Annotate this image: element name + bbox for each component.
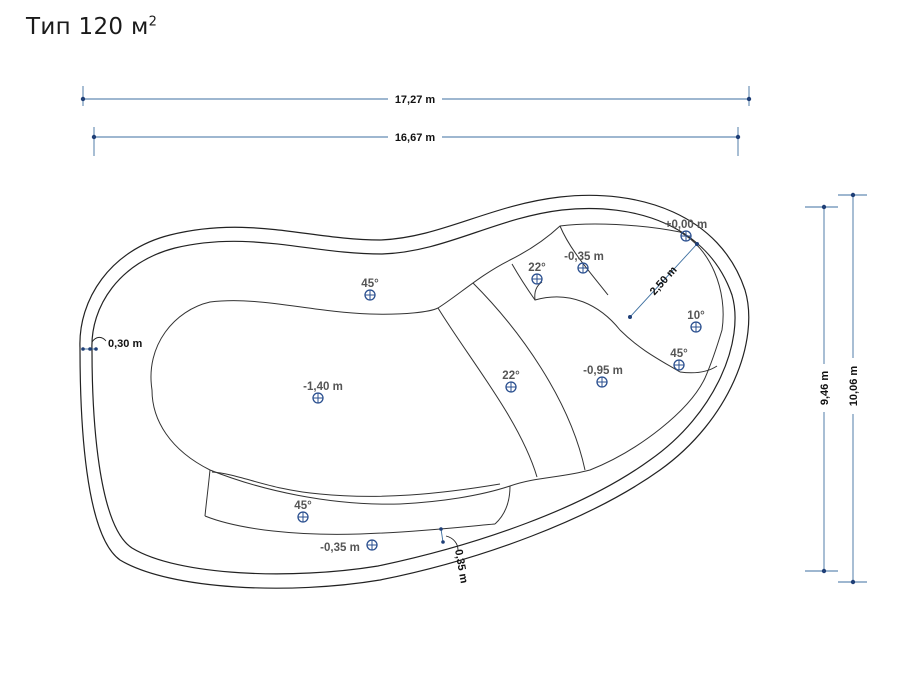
depth-deep-label: -1,40 m	[303, 381, 343, 393]
inner-width-label: 16,67 m	[395, 132, 436, 144]
inner-height-label: 9,46 m	[819, 371, 831, 405]
title-text: Тип 120 м	[26, 14, 149, 40]
rim-bottom-label: 0,35 m	[452, 548, 470, 584]
pool-rim-edge	[91, 207, 736, 575]
angle-center-ramp-label: 22°	[502, 370, 520, 382]
depth-right-step-label: -0,35 m	[564, 251, 604, 263]
angle-marker-center-ramp: 22°	[502, 370, 520, 393]
angle-marker-left-upper: 45°	[361, 278, 379, 301]
title-superscript: 2	[148, 14, 158, 30]
outer-height-label: 10,06 m	[848, 366, 860, 407]
angle-beach-label: 10°	[687, 310, 705, 322]
angle-bottom-bench-label: 45°	[294, 500, 312, 512]
angle-marker-right-ramp: 22°	[528, 262, 546, 285]
slope-length-label: 2,50 m	[648, 264, 680, 298]
slope-dimension: 2,50 m	[628, 242, 699, 319]
inner-width-dimension: 16,67 m	[91, 127, 741, 156]
inner-height-dimension: 9,46 m	[805, 204, 838, 574]
rim-left-label: 0,30 m	[108, 338, 142, 350]
pool-outer-edge	[79, 194, 750, 589]
page-title: Тип 120 м2	[26, 14, 157, 40]
rim-bottom-dimension: 0,35 m	[439, 527, 470, 584]
rim-left-dimension: 0,30 m	[81, 336, 142, 351]
pool-zones	[204, 225, 718, 535]
angle-marker-right-lower: 45°	[670, 348, 688, 371]
angle-left-upper-label: 45°	[361, 278, 379, 290]
depth-marker-beach-top: +0,00 m	[665, 219, 708, 242]
depth-marker-bottom-step: -0,35 m	[320, 539, 378, 554]
depth-mid-label: -0,95 m	[583, 365, 623, 377]
depth-marker-deep: -1,40 m	[303, 381, 343, 404]
depth-marker-right-step: -0,35 m	[564, 251, 604, 274]
angle-right-lower-label: 45°	[670, 348, 688, 360]
angle-right-ramp-label: 22°	[528, 262, 546, 274]
depth-beach-top-label: +0,00 m	[665, 219, 708, 231]
angle-marker-beach: 10°	[687, 310, 705, 333]
outer-height-dimension: 10,06 m	[838, 192, 867, 585]
depth-marker-mid: -0,95 m	[583, 365, 623, 388]
outer-width-dimension: 17,27 m	[80, 86, 752, 106]
pool-inner-wall	[150, 223, 724, 505]
depth-bottom-step-label: -0,35 m	[320, 542, 360, 554]
outer-width-label: 17,27 m	[395, 94, 436, 106]
angle-marker-bottom-bench: 45°	[294, 500, 312, 523]
